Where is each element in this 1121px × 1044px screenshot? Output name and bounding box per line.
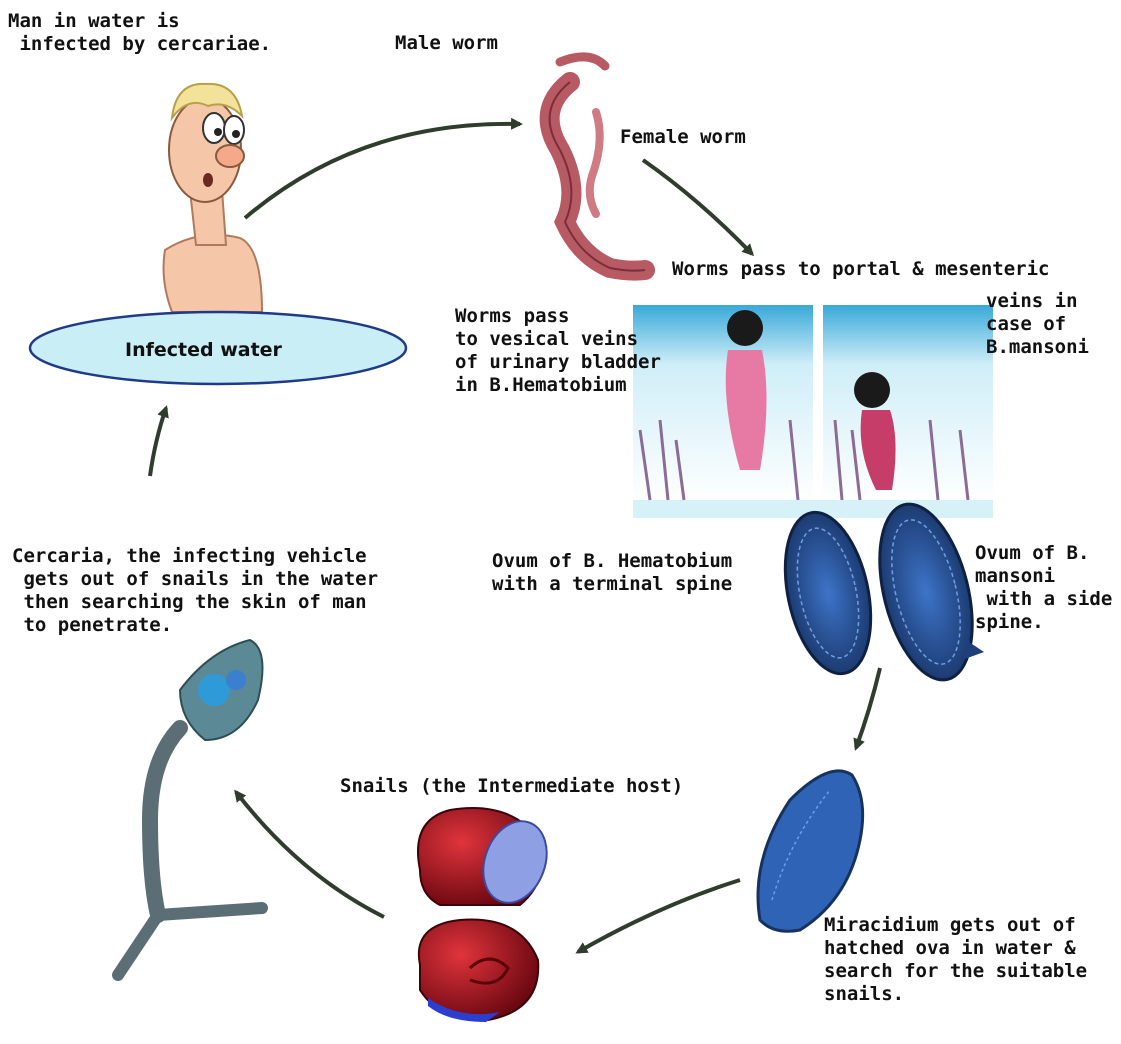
- arrow-miracidium-to-snails: [578, 880, 740, 952]
- label-snails: Snails (the Intermediate host): [340, 775, 683, 798]
- label-cercaria: Cercaria, the infecting vehicle gets out…: [12, 545, 378, 637]
- arrow-cercaria-to-water: [150, 408, 166, 476]
- ovum-mansoni-illustration: [863, 495, 988, 690]
- label-male-worm: Male worm: [395, 32, 498, 55]
- label-man-infected: Man in water is infected by cercariae.: [8, 10, 271, 56]
- arrow-worms-to-veins: [643, 160, 752, 254]
- ovum-hematobium-illustration: [772, 504, 884, 681]
- label-ovum-mansoni: Ovum of B. mansoni with a side spine.: [975, 542, 1112, 634]
- snails-illustration: [418, 808, 558, 1022]
- worms-in-veins-photos: [633, 305, 993, 518]
- arrow-ova-to-miracidium: [856, 668, 880, 748]
- label-worms-portal-cont: veins in case of B.mansoni: [986, 290, 1089, 359]
- male-female-worm-illustration: [550, 57, 645, 271]
- label-worms-vesical: Worms pass to vesical veins of urinary b…: [455, 305, 661, 397]
- arrow-snails-to-cercaria: [236, 792, 384, 917]
- miracidium-illustration: [758, 771, 863, 931]
- label-infected-water: Infected water: [125, 339, 282, 362]
- infected-man-illustration: [164, 84, 262, 312]
- cercaria-illustration: [118, 640, 263, 975]
- arrow-man-to-worms: [245, 124, 520, 218]
- label-miracidium: Miracidium gets out of hatched ova in wa…: [824, 914, 1087, 1006]
- label-worms-portal: Worms pass to portal & mesenteric: [672, 258, 1050, 281]
- label-ovum-hematobium: Ovum of B. Hematobium with a terminal sp…: [492, 550, 732, 596]
- label-female-worm: Female worm: [620, 126, 746, 149]
